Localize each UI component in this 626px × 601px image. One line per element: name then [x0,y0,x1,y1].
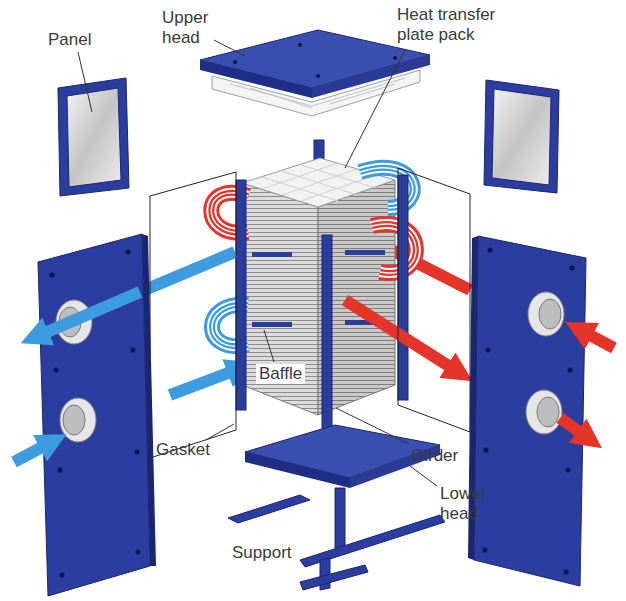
plate-pack [262,163,376,201]
side-panel [58,78,129,196]
end-plate [484,448,489,453]
lower-head [245,452,350,488]
flow-ribbon [372,224,416,273]
part-label: Baffle [256,364,305,384]
flow-arrow [345,300,455,370]
end-plate [528,292,564,336]
girder [322,235,332,433]
girder [236,180,246,410]
end-plate [570,266,575,271]
side-panel [484,80,559,193]
flow-arrow [140,252,455,370]
upper-head [312,55,430,98]
upper-head [200,30,430,116]
end-plate [566,468,571,473]
plate-pack [242,140,395,415]
leader-line [410,466,437,486]
flow-arrow [40,292,140,335]
flow-arrow [560,418,585,436]
end-plate [54,368,59,373]
support [228,495,310,523]
end-plate [50,273,55,278]
end-plate [142,234,156,566]
end-plate [60,573,65,578]
upper-head [298,43,302,47]
part-label: Lower head [440,484,500,523]
plate-pack [242,183,318,415]
leader-line [78,40,437,486]
upper-head [200,60,312,98]
end-plate [60,398,96,442]
flow-ribbon [372,224,416,273]
part-label: Gasket [156,440,210,460]
part-label: Support [232,543,292,563]
end-plate [136,550,141,555]
side-panel [67,88,121,187]
end-plate [135,450,140,455]
end-plate [474,236,586,586]
leader-line [206,424,234,440]
part-label: Girder [411,446,458,466]
end-plate [486,348,491,353]
side-panel [492,89,551,185]
girder [236,175,408,433]
end-plate [564,570,569,575]
end-plate [38,234,150,596]
end-plate [38,234,586,596]
flow-ribbon [372,224,416,273]
leader-line [78,52,92,112]
leader-line [336,408,409,444]
lower-head [245,425,440,488]
gasket [398,168,470,432]
end-plate [526,390,562,434]
flow-ribbon [372,224,416,273]
plate-pack [252,252,292,257]
support [300,565,368,590]
end-plate [58,468,63,473]
leader-line [214,40,245,56]
upper-head [233,60,237,64]
upper-head [316,74,320,78]
upper-head [200,30,430,88]
end-plate [539,299,561,329]
upper-head [393,56,397,60]
plate-pack [252,322,292,327]
flow-arrow [584,332,614,348]
end-plate [63,405,85,435]
girder [398,175,408,400]
flow-arrow [140,252,235,292]
flow-arrow [14,292,614,462]
part-label: Heat transfer plate pack [397,5,515,44]
end-plate [126,250,131,255]
end-plate [537,397,559,427]
end-plate [568,368,573,373]
leader-line [264,330,274,362]
end-plate [131,348,136,353]
flow-arrow [170,370,236,395]
leader-line [345,50,405,168]
end-plate [488,248,493,253]
part-label: Upper head [162,8,222,47]
support [335,488,345,548]
plate-pack [345,250,385,255]
support [228,488,445,590]
end-plate [483,548,488,553]
flow-arrow [14,444,48,462]
lower-head [245,425,440,478]
gasket [150,172,236,458]
part-label: Panel [48,30,91,50]
gasket [150,168,470,458]
